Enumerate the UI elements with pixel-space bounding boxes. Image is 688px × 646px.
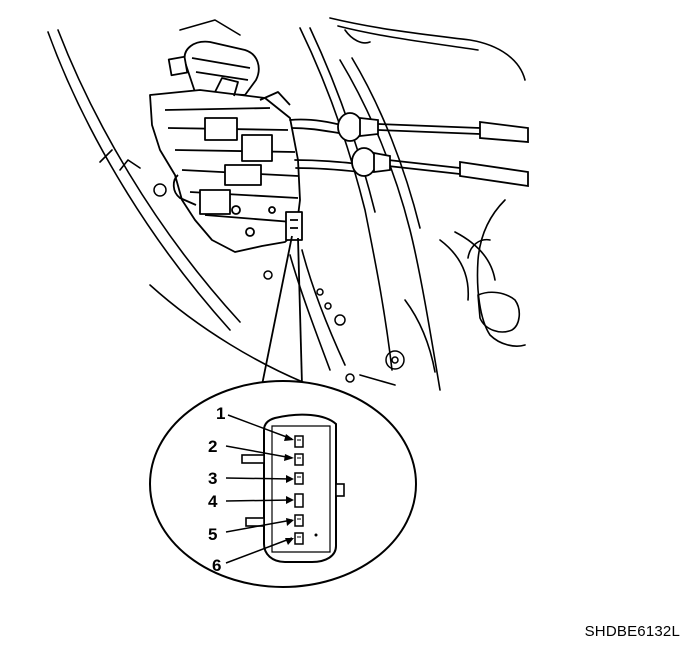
pin-3 [294, 472, 304, 485]
mounting-holes [153, 183, 405, 383]
cable-end-knobs [337, 112, 391, 177]
figure-code: SHDBE6132L [584, 623, 680, 640]
pin-label-6: 6 [212, 556, 221, 575]
pin-label-5: 5 [208, 525, 217, 544]
pin-label-1: 1 [216, 404, 225, 423]
connector-detail-circle: 1 2 3 4 5 6 [149, 380, 417, 588]
pin-label-3: 3 [208, 469, 217, 488]
connector-key-tab [335, 483, 345, 497]
pin-6 [294, 532, 304, 545]
pin-label-arrowheads [284, 434, 294, 545]
pin-4 [294, 493, 304, 508]
connector-pins [294, 435, 304, 545]
pin-label-2: 2 [208, 437, 217, 456]
pin-label-4: 4 [208, 492, 218, 511]
connector-lock-tab [245, 517, 265, 527]
connector-housing [263, 413, 337, 563]
pin-1 [294, 435, 304, 448]
pin-2 [294, 453, 304, 466]
connector-lock-tab [241, 454, 265, 464]
pin-label-arrows [225, 414, 293, 564]
lock-rods [289, 118, 529, 188]
pin-5 [294, 514, 304, 527]
door-lock-actuator [149, 40, 303, 253]
callout-leader [261, 235, 303, 386]
